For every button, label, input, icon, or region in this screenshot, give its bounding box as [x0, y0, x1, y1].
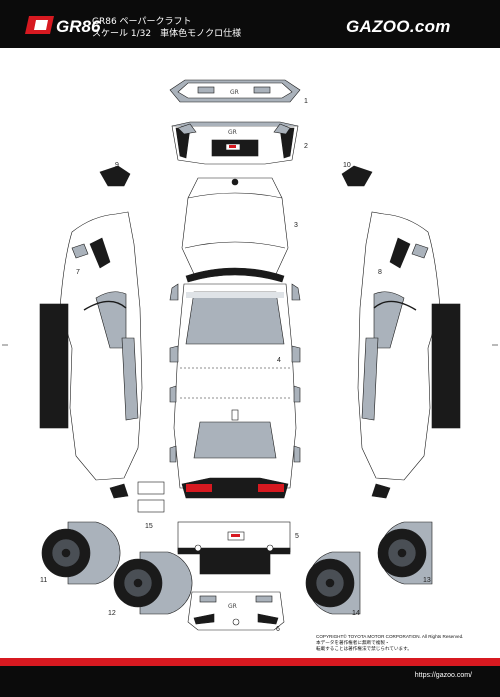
part-number-4: 4 [277, 357, 281, 364]
part-number-9: 9 [115, 162, 119, 169]
part-1-roof: GR [169, 79, 301, 103]
part-number-6: 6 [276, 626, 280, 633]
copyright-notice: COPYRIGHT© TOYOTA MOTOR CORPORATION. All… [316, 634, 500, 653]
page-footer: https://gazoo.com/ [0, 666, 500, 697]
part-4-main-body [169, 283, 301, 499]
part-number-2: 2 [304, 143, 308, 150]
part-11-wheel [41, 521, 121, 585]
part-8-black-strip [431, 303, 461, 429]
papercraft-diagram: GR GR [2, 79, 498, 633]
page-header: GR86 GR86 ペーパークラフト スケール 1/32 車体色モノクロ仕様 G… [0, 0, 500, 48]
part-number-13: 13 [423, 577, 431, 584]
part-2-front-bumper: GR [171, 121, 299, 165]
part-12-wheel [113, 551, 193, 615]
header-title: GR86 ペーパークラフト [92, 17, 192, 27]
part-15-plates [137, 481, 165, 513]
copyright-line-jp2: 転載することは著作権法で禁じられています。 [316, 646, 412, 652]
part-number-12: 12 [108, 610, 116, 617]
copyright-line-jp1: 本データを著作権者に無断で複製・ [316, 640, 390, 646]
part-7-left-side [59, 211, 143, 499]
part-6-trunk: GR [187, 591, 285, 631]
red-accent-bar [0, 658, 500, 666]
part-number-5: 5 [295, 533, 299, 540]
part-number-8: 8 [378, 269, 382, 276]
part-8-right-side [357, 211, 441, 499]
footer-url: https://gazoo.com/ [414, 672, 472, 679]
papercraft-sheet: GR GR [0, 48, 500, 658]
part-13-wheel [377, 521, 433, 585]
header-subtitle: スケール 1/32 車体色モノクロ仕様 [92, 29, 242, 39]
part-14-wheel [305, 551, 361, 615]
part-number-14: 14 [352, 610, 360, 617]
part-number-3: 3 [294, 222, 298, 229]
part-3-hood [181, 177, 289, 283]
gazoo-brand-logo: GAZOO.com [346, 17, 451, 36]
part-7-black-strip [39, 303, 69, 429]
gr86-logo-text: GR86 [56, 17, 101, 36]
part-number-7: 7 [76, 269, 80, 276]
part-10-mirror [341, 165, 373, 187]
svg-text:GR: GR [230, 89, 239, 96]
part-5-rear-panel [177, 521, 291, 575]
part-number-11: 11 [40, 577, 47, 584]
part-number-15: 15 [145, 523, 153, 530]
svg-text:GR: GR [228, 603, 237, 610]
part-number-10: 10 [343, 162, 351, 169]
gr86-logo: GR86 [25, 16, 101, 36]
part-number-1: 1 [304, 98, 308, 105]
svg-text:GR: GR [228, 129, 237, 136]
part-9-mirror [99, 165, 131, 187]
copyright-line: COPYRIGHT© TOYOTA MOTOR CORPORATION. All… [316, 634, 464, 639]
